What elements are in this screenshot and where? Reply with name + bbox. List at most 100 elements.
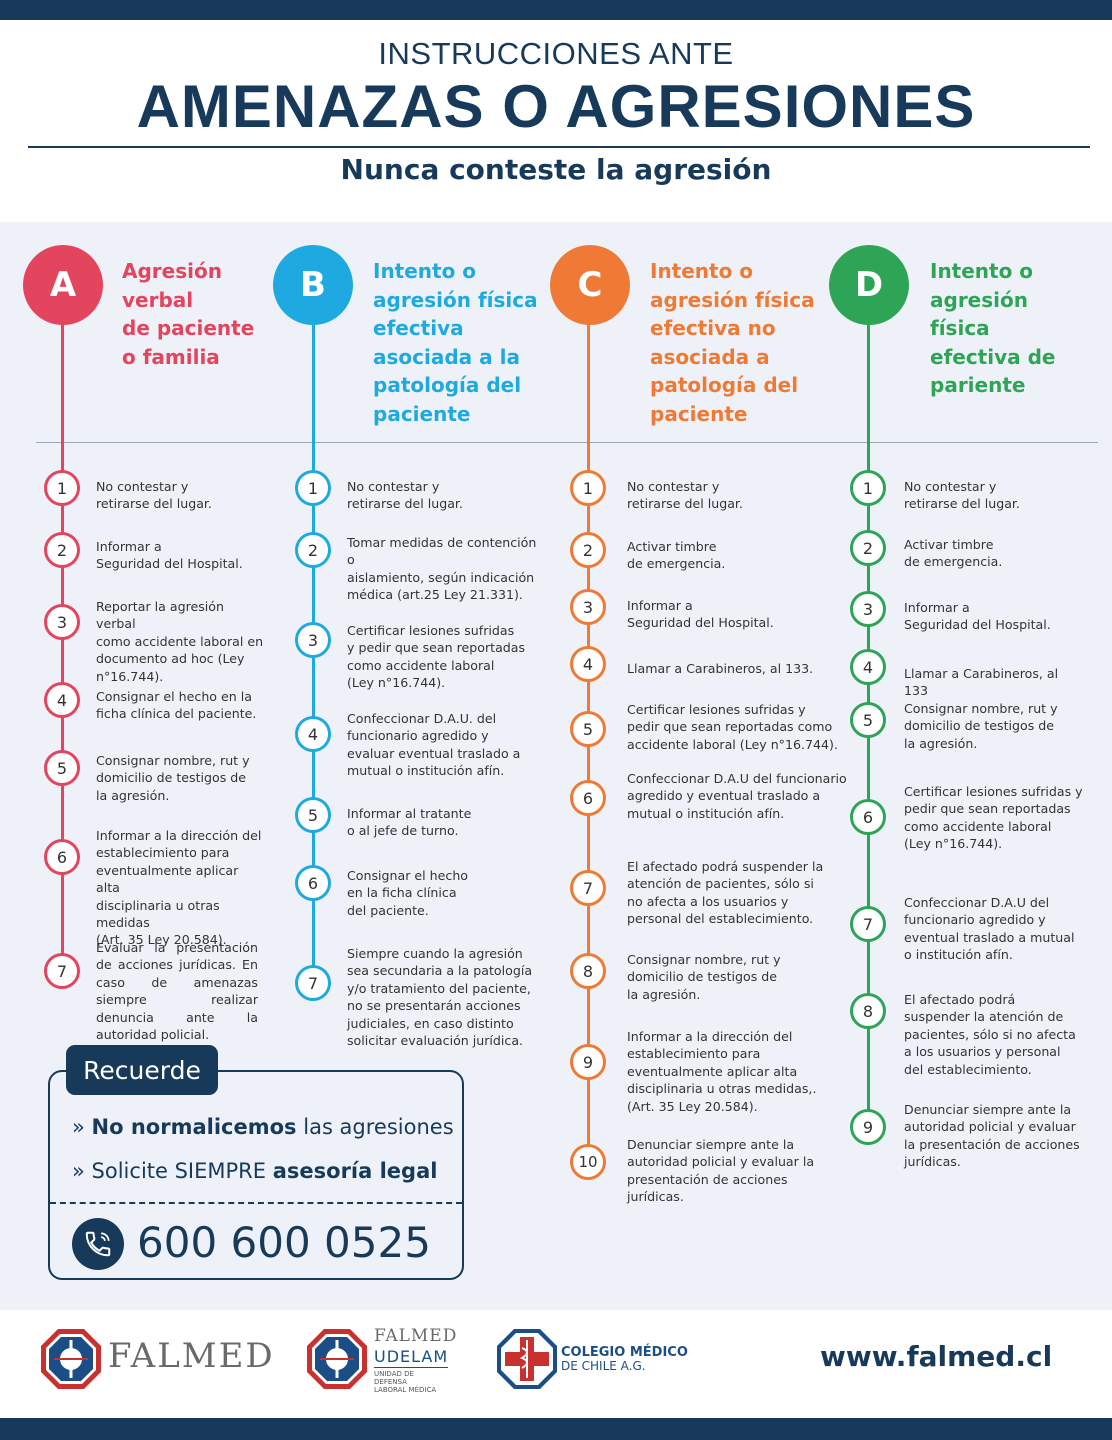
step-text-c-9: Informar a la dirección del establecimie… xyxy=(627,1029,817,1114)
subtitle: Nunca conteste la agresión xyxy=(340,153,772,186)
recuerde-line-1: » No normalicemos las agresiones xyxy=(72,1115,454,1139)
step-text-c-7: El afectado podrá suspender la atención … xyxy=(627,859,824,927)
step-number-a-1: 1 xyxy=(44,470,80,506)
step-number-b-1: 1 xyxy=(295,470,331,506)
step-number-d-6: 6 xyxy=(850,799,886,835)
page-title: AMENAZAS O AGRESIONES xyxy=(136,73,976,140)
step-number-b-5: 5 xyxy=(295,797,331,833)
step-text-b-4: Confeccionar D.A.U. del funcionario agre… xyxy=(347,711,521,779)
column-letter-b: B xyxy=(273,245,353,325)
recuerde-line-2-start: Solicite SIEMPRE xyxy=(91,1159,267,1183)
bottom-bar xyxy=(0,1418,1112,1440)
falmed-logo-text: FALMED xyxy=(108,1336,275,1376)
step-number-c-2: 2 xyxy=(570,532,606,568)
step-text-c-1: No contestar y retirarse del lugar. xyxy=(627,479,743,512)
section-divider xyxy=(36,442,1098,443)
step-text-c-6: Confeccionar D.A.U del funcionario agred… xyxy=(627,771,847,821)
step-number-b-3: 3 xyxy=(295,622,331,658)
top-bar xyxy=(0,0,1112,20)
step-number-b-7: 7 xyxy=(295,965,331,1001)
step-number-c-3: 3 xyxy=(570,589,606,625)
step-number-a-3: 3 xyxy=(44,604,80,640)
step-number-a-7: 7 xyxy=(44,953,80,989)
column-letter-c: C xyxy=(550,245,630,325)
falmed-logo-icon xyxy=(41,1329,101,1389)
step-number-d-2: 2 xyxy=(850,530,886,566)
step-text-a-5: Consignar nombre, rut y domicilio de tes… xyxy=(96,753,250,803)
step-text-d-6: Certificar lesiones sufridas y pedir que… xyxy=(904,784,1083,852)
dashed-separator xyxy=(50,1202,462,1204)
step-text-b-3: Certificar lesiones sufridas y pedir que… xyxy=(347,623,526,691)
step-number-d-7: 7 xyxy=(850,906,886,942)
step-number-c-7: 7 xyxy=(570,870,606,906)
step-number-b-4: 4 xyxy=(295,716,331,752)
step-number-a-5: 5 xyxy=(44,750,80,786)
website-link[interactable]: www.falmed.cl xyxy=(820,1340,1053,1373)
recuerde-line-2-bold: asesoría legal xyxy=(272,1159,438,1183)
column-letter-a: A xyxy=(23,245,103,325)
step-text-a-3: Reportar la agresión verbal como acciden… xyxy=(96,599,264,684)
step-text-c-3: Informar a Seguridad del Hospital. xyxy=(627,598,774,631)
step-text-b-7: Siempre cuando la agresión sea secundari… xyxy=(347,946,533,1049)
udelam-logo-sub: UNIDAD DE DEFENSA LABORAL MÉDICA xyxy=(374,1370,437,1394)
colegio-medico-logo-icon xyxy=(497,1329,557,1389)
recuerde-line-1-bold: No normalicemos xyxy=(91,1115,297,1139)
step-number-a-6: 6 xyxy=(44,839,80,875)
pre-title: INSTRUCCIONES ANTE xyxy=(378,36,734,71)
step-number-d-9: 9 xyxy=(850,1109,886,1145)
bullet-icon: » xyxy=(72,1115,85,1139)
step-number-d-8: 8 xyxy=(850,993,886,1029)
step-text-a-2: Informar a Seguridad del Hospital. xyxy=(96,539,243,572)
phone-icon[interactable] xyxy=(72,1218,124,1270)
step-text-c-4: Llamar a Carabineros, al 133. xyxy=(627,661,814,676)
udelam-logo-mid: UDELAM xyxy=(374,1347,449,1366)
column-title-c: Intento o agresión física efectiva no as… xyxy=(650,259,815,426)
step-text-d-8: El afectado podrá suspender la atención … xyxy=(904,992,1076,1077)
step-number-d-4: 4 xyxy=(850,649,886,685)
step-text-a-1: No contestar y retirarse del lugar. xyxy=(96,479,212,512)
udelam-rule xyxy=(374,1367,448,1368)
step-text-c-5: Certificar lesiones sufridas y pedir que… xyxy=(627,702,838,752)
colegio-medico-line-1: COLEGIO MÉDICO xyxy=(561,1345,688,1360)
step-number-b-6: 6 xyxy=(295,865,331,901)
step-text-c-2: Activar timbre de emergencia. xyxy=(627,539,726,572)
header xyxy=(0,20,1112,222)
step-number-c-4: 4 xyxy=(570,646,606,682)
step-text-c-10: Denunciar siempre ante la autoridad poli… xyxy=(627,1137,815,1205)
phone-icon-glyph xyxy=(85,1231,111,1257)
title-rule xyxy=(28,146,1090,148)
column-title-d: Intento o agresión física efectiva de pa… xyxy=(930,259,1056,397)
step-text-b-5: Informar al tratante o al jefe de turno. xyxy=(347,806,472,839)
step-text-b-6: Consignar el hecho en la ficha clínica d… xyxy=(347,868,469,918)
phone-number[interactable]: 600 600 0525 xyxy=(137,1218,431,1267)
step-text-d-9: Denunciar siempre ante la autoridad poli… xyxy=(904,1102,1080,1170)
step-number-a-4: 4 xyxy=(44,682,80,718)
step-number-c-6: 6 xyxy=(570,780,606,816)
step-number-c-9: 9 xyxy=(570,1044,606,1080)
step-number-d-5: 5 xyxy=(850,702,886,738)
udelam-logo-top: FALMED xyxy=(374,1326,458,1346)
step-number-c-10: 10 xyxy=(570,1144,606,1180)
recuerde-title: Recuerde xyxy=(66,1045,218,1095)
step-number-c-8: 8 xyxy=(570,953,606,989)
step-text-b-2: Tomar medidas de contención o aislamient… xyxy=(347,535,537,603)
bullet-icon: » xyxy=(72,1159,85,1183)
step-text-a-7: Evaluar la presentación de acciones jurí… xyxy=(96,940,258,1043)
column-letter-d: D xyxy=(829,245,909,325)
step-number-d-1: 1 xyxy=(850,470,886,506)
step-text-d-1: No contestar y retirarse del lugar. xyxy=(904,479,1020,512)
recuerde-line-1-rest: las agresiones xyxy=(303,1115,454,1139)
step-number-b-2: 2 xyxy=(295,532,331,568)
step-text-d-3: Informar a Seguridad del Hospital. xyxy=(904,600,1051,633)
step-text-d-4: Llamar a Carabineros, al 133 xyxy=(904,666,1059,699)
step-number-c-1: 1 xyxy=(570,470,606,506)
step-text-c-8: Consignar nombre, rut y domicilio de tes… xyxy=(627,952,781,1002)
udelam-logo-icon xyxy=(307,1329,367,1389)
step-text-b-1: No contestar y retirarse del lugar. xyxy=(347,479,463,512)
recuerde-line-2: » Solicite SIEMPRE asesoría legal xyxy=(72,1159,437,1183)
column-title-b: Intento o agresión física efectiva asoci… xyxy=(373,259,538,426)
step-number-c-5: 5 xyxy=(570,711,606,747)
step-text-a-4: Consignar el hecho en la ficha clínica d… xyxy=(96,689,257,722)
column-title-a: Agresión verbal de paciente o familia xyxy=(122,259,255,369)
step-number-d-3: 3 xyxy=(850,591,886,627)
